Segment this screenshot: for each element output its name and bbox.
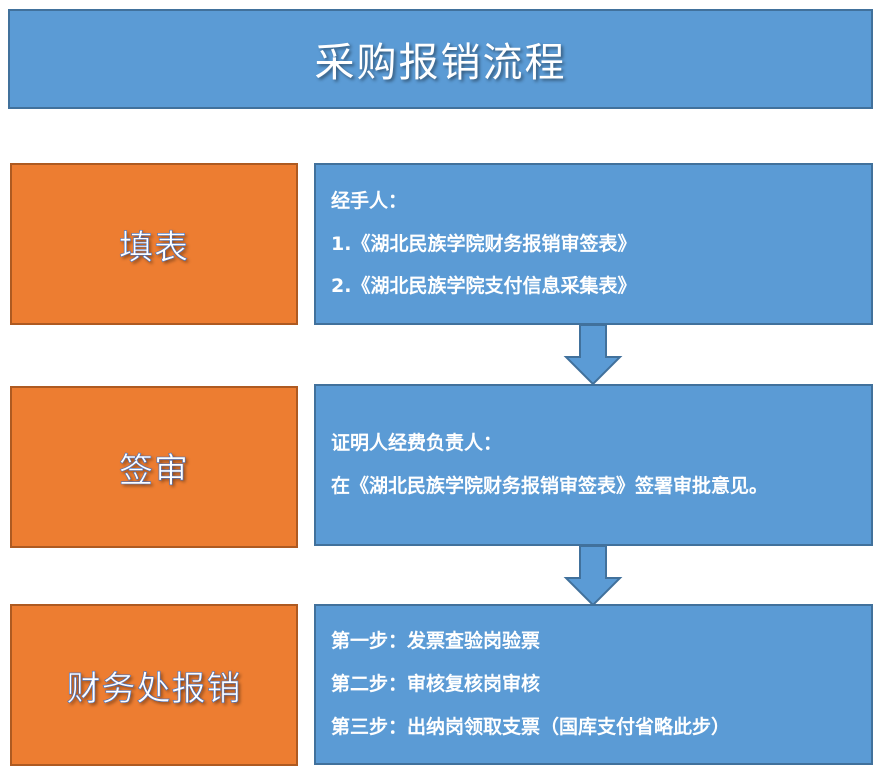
step-label-review: 签审 bbox=[10, 386, 298, 548]
detail-line: 第二步：审核复核岗审核 bbox=[331, 673, 541, 696]
step-label-text: 签审 bbox=[119, 450, 189, 491]
detail-line: 第一步：发票查验岗验票 bbox=[331, 630, 541, 653]
step-label-text: 填表 bbox=[119, 227, 189, 268]
title-banner: 采购报销流程 bbox=[8, 9, 873, 109]
down-arrow-icon bbox=[563, 325, 623, 386]
detail-line: 2.《湖北民族学院支付信息采集表》 bbox=[331, 275, 637, 298]
detail-line: 证明人经费负责人： bbox=[331, 432, 503, 455]
down-arrow-icon bbox=[563, 546, 623, 607]
diagram-title: 采购报销流程 bbox=[314, 40, 567, 86]
detail-line: 经手人： bbox=[331, 189, 408, 212]
step-detail-review: 证明人经费负责人： 在《湖北民族学院财务报销审签表》签署审批意见。 bbox=[314, 384, 873, 546]
step-label-finance: 财务处报销 bbox=[10, 604, 298, 766]
step-detail-fill-form: 经手人： 1.《湖北民族学院财务报销审签表》 2.《湖北民族学院支付信息采集表》 bbox=[314, 163, 873, 325]
detail-line: 1.《湖北民族学院财务报销审签表》 bbox=[331, 232, 637, 255]
step-label-fill-form: 填表 bbox=[10, 163, 298, 325]
detail-line: 在《湖北民族学院财务报销审签表》签署审批意见。 bbox=[331, 475, 769, 497]
step-detail-finance: 第一步：发票查验岗验票 第二步：审核复核岗审核 第三步：出纳岗领取支票（国库支付… bbox=[314, 604, 873, 765]
step-label-text: 财务处报销 bbox=[66, 668, 242, 709]
detail-line: 第三步：出纳岗领取支票（国库支付省略此步） bbox=[331, 715, 731, 738]
